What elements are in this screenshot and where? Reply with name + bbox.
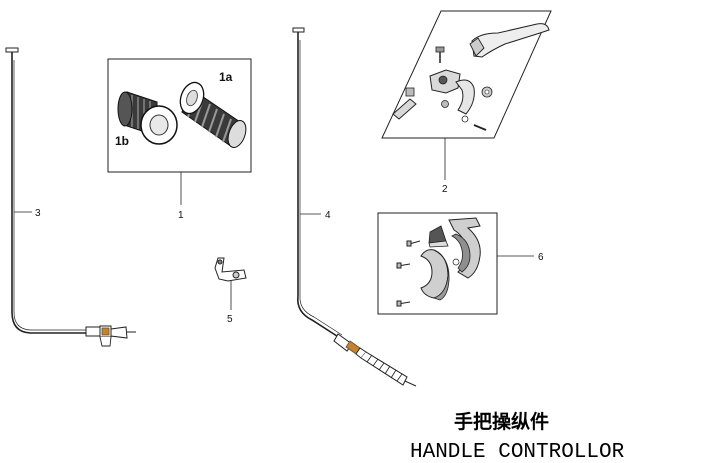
grip-1b [117,91,178,145]
part-3-cable [5,47,136,347]
part-2-lever-assembly [381,10,552,180]
part-5-bracket [214,257,247,310]
callout-4: 4 [325,210,331,221]
title-chinese: 手把操纵件 [454,410,549,433]
callout-2: 2 [442,184,448,195]
callout-1a: 1a [219,70,233,84]
callout-6: 6 [538,252,544,263]
callout-1: 1 [178,210,184,221]
part-1-grips [107,58,252,205]
callout-1b: 1b [115,134,129,148]
grip-1a [179,81,247,148]
part-4-cable [292,27,417,387]
title-english: HANDLE CONTROLLOR [410,441,625,463]
callout-3: 3 [35,208,41,219]
part-6-clamp-kit [377,212,534,315]
callout-5: 5 [227,314,233,325]
